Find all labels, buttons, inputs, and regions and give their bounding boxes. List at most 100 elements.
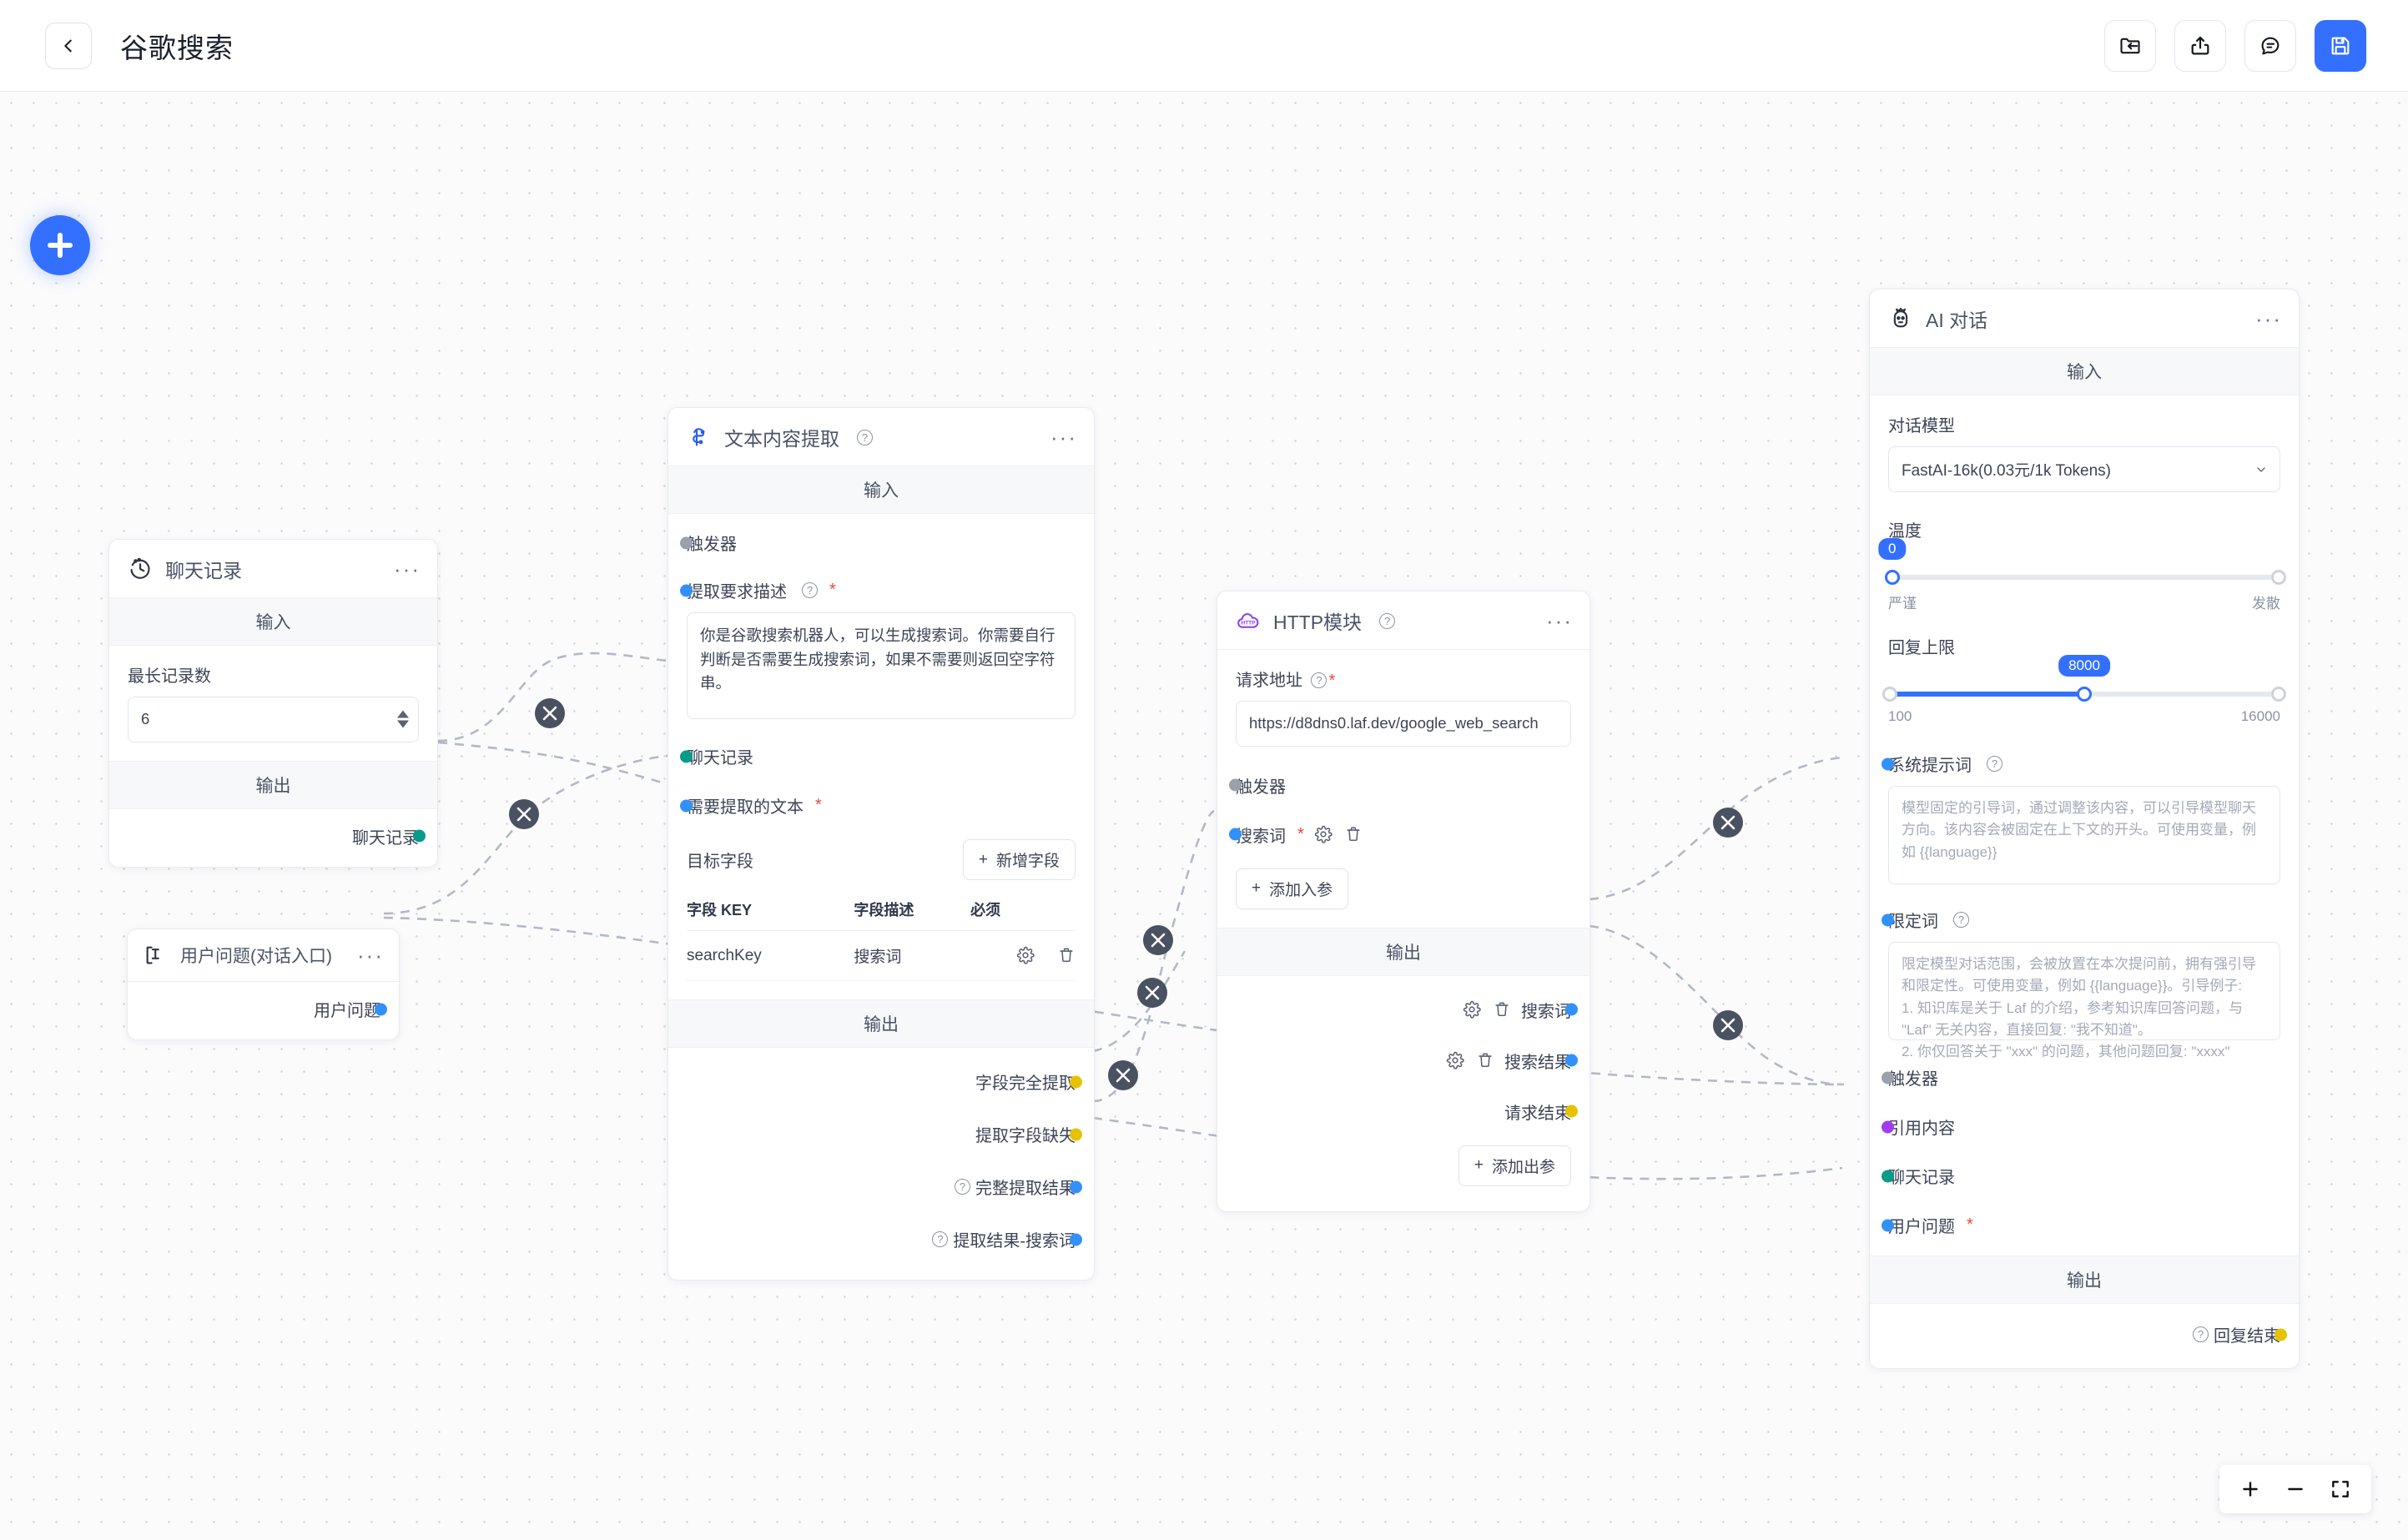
add-param-button[interactable]: + 添加入参 bbox=[1236, 868, 1349, 909]
trash-icon[interactable] bbox=[1057, 946, 1076, 964]
help-icon[interactable]: ? bbox=[1953, 912, 1969, 928]
edge-delete-button[interactable] bbox=[1713, 1010, 1743, 1040]
help-icon[interactable]: ? bbox=[932, 1231, 949, 1247]
node-user-question[interactable]: 用户问题(对话入口) ··· 用户问题 bbox=[127, 929, 400, 1040]
input-row-user-question: 用户问题* bbox=[1882, 1213, 2280, 1237]
export-button[interactable] bbox=[2174, 19, 2226, 72]
col-field-desc: 字段描述 bbox=[854, 892, 971, 931]
slider-knob-start[interactable] bbox=[1882, 687, 1898, 702]
help-icon[interactable]: ? bbox=[955, 1179, 970, 1195]
chat-button[interactable] bbox=[2244, 19, 2296, 72]
flow-canvas[interactable]: 聊天记录 ··· 输入 最长记录数 6 输出 聊天记录 bbox=[0, 92, 2408, 1540]
model-label: 对话模型 bbox=[1888, 417, 1955, 435]
slider-knob[interactable] bbox=[2077, 687, 2092, 702]
output-section-label: 输出 bbox=[668, 999, 1094, 1048]
output-port-answer-end[interactable] bbox=[2275, 1328, 2287, 1341]
output-port-user-question[interactable] bbox=[375, 1003, 387, 1015]
help-icon[interactable]: ? bbox=[1311, 672, 1327, 688]
input-port-quote[interactable] bbox=[1882, 1120, 1894, 1133]
input-port-user-question[interactable] bbox=[1882, 1219, 1894, 1231]
url-input[interactable]: https://d8dns0.laf.dev/google_web_search bbox=[1236, 701, 1571, 747]
add-node-button[interactable] bbox=[30, 215, 90, 275]
max-records-value[interactable]: 6 bbox=[128, 697, 419, 742]
node-body: 请求地址 ?* https://d8dns0.laf.dev/google_we… bbox=[1217, 650, 1589, 928]
input-port-requirement[interactable] bbox=[680, 584, 693, 596]
output-port-searchresult[interactable] bbox=[1565, 1054, 1578, 1067]
gear-icon[interactable] bbox=[1463, 1000, 1481, 1019]
node-menu-button[interactable]: ··· bbox=[394, 556, 421, 581]
input-port-chat-history[interactable] bbox=[680, 750, 693, 762]
slider-knob-end[interactable] bbox=[2270, 570, 2286, 585]
trash-icon[interactable] bbox=[1344, 825, 1363, 843]
node-menu-button[interactable]: ··· bbox=[2255, 306, 2282, 331]
help-icon[interactable]: ? bbox=[1987, 756, 2002, 772]
edge-delete-button[interactable] bbox=[509, 799, 539, 829]
add-output-button[interactable]: + 添加出参 bbox=[1458, 1145, 1571, 1186]
trash-icon[interactable] bbox=[1493, 1000, 1511, 1019]
node-outputs: ? 回复结束 bbox=[1870, 1304, 2299, 1368]
gear-icon[interactable] bbox=[1016, 946, 1035, 965]
stepper-arrows[interactable] bbox=[397, 710, 409, 728]
output-port-full-result[interactable] bbox=[1070, 1180, 1082, 1193]
node-menu-button[interactable]: ··· bbox=[357, 943, 384, 968]
gear-icon[interactable] bbox=[1314, 825, 1332, 843]
back-button[interactable] bbox=[45, 22, 92, 69]
output-port-chat-history[interactable] bbox=[413, 829, 426, 843]
edge-delete-button[interactable] bbox=[1143, 925, 1173, 955]
node-menu-button[interactable]: ··· bbox=[1546, 608, 1573, 633]
input-port-chat-history[interactable] bbox=[1882, 1170, 1894, 1182]
input-port-trigger[interactable] bbox=[1229, 778, 1242, 792]
help-icon[interactable]: ? bbox=[857, 429, 873, 445]
qualifier-label: 限定词 bbox=[1888, 913, 1938, 931]
fit-view-button[interactable] bbox=[2321, 1470, 2360, 1508]
output-row-searchresult: 搜索结果 bbox=[1236, 1049, 1578, 1073]
edge-delete-button[interactable] bbox=[1713, 808, 1743, 838]
help-icon[interactable]: ? bbox=[802, 582, 818, 598]
table-row[interactable]: searchKey 搜索词 bbox=[687, 930, 1076, 981]
zoom-in-button[interactable] bbox=[2231, 1470, 2269, 1508]
help-icon[interactable]: ? bbox=[1379, 612, 1396, 629]
floppy-save-icon bbox=[2331, 37, 2350, 54]
node-outputs: 搜索词 搜索结果 请求结束 + bbox=[1217, 976, 1589, 1211]
node-chat-history[interactable]: 聊天记录 ··· 输入 最长记录数 6 输出 聊天记录 bbox=[108, 539, 438, 868]
input-port-trigger[interactable] bbox=[680, 536, 693, 549]
output-port-fields-complete[interactable] bbox=[1070, 1075, 1082, 1088]
slider-track bbox=[1888, 575, 2280, 580]
max-tokens-range-labels: 100 16000 bbox=[1888, 708, 2280, 725]
requirement-textarea[interactable]: 你是谷歌搜索机器人，可以生成搜索词。你需要自行判断是否需要生成搜索词，如果不需要… bbox=[687, 612, 1076, 719]
add-field-button[interactable]: + 新增字段 bbox=[962, 839, 1076, 880]
output-port-searchkey[interactable] bbox=[1565, 1003, 1578, 1016]
node-http-module[interactable]: HTTP HTTP模块 ? ··· 请求地址 ?* https://d8dns0… bbox=[1217, 591, 1590, 1212]
slider-knob-end[interactable] bbox=[2270, 687, 2286, 702]
edge-delete-button[interactable] bbox=[1108, 1060, 1138, 1090]
node-ai-chat[interactable]: AI 对话 ··· 输入 对话模型 FastAI-16k(0.03元/1k To… bbox=[1869, 289, 2300, 1369]
output-port-request-end[interactable] bbox=[1565, 1105, 1578, 1118]
temperature-slider[interactable]: 0 bbox=[1877, 538, 2286, 588]
temperature-max-label: 发散 bbox=[2252, 596, 2280, 611]
app-header: 谷歌搜索 bbox=[0, 0, 2408, 92]
import-folder-button[interactable] bbox=[2104, 19, 2156, 72]
max-tokens-slider[interactable]: 8000 bbox=[1882, 655, 2286, 705]
system-prompt-textarea[interactable]: 模型固定的引导词，通过调整该内容，可以引导模型聊天方向。该内容会被固定在上下文的… bbox=[1888, 786, 2280, 884]
node-menu-button[interactable]: ··· bbox=[1050, 425, 1077, 450]
edge-delete-button[interactable] bbox=[535, 698, 565, 728]
node-text-extract[interactable]: 文本内容提取 ? ··· 输入 触发器 提取要求描述 ?* 你是谷歌搜索机器人，… bbox=[667, 407, 1095, 1281]
input-port-source-text[interactable] bbox=[680, 799, 693, 812]
share-upload-icon bbox=[2191, 36, 2209, 54]
max-records-stepper[interactable]: 6 bbox=[128, 697, 419, 742]
zoom-out-button[interactable] bbox=[2276, 1470, 2315, 1508]
trash-icon[interactable] bbox=[1476, 1051, 1494, 1069]
gear-icon[interactable] bbox=[1446, 1051, 1464, 1069]
input-port-qualifier[interactable] bbox=[1882, 913, 1894, 926]
input-port-searchkey[interactable] bbox=[1229, 828, 1242, 841]
slider-knob[interactable] bbox=[1884, 570, 1900, 585]
input-port-trigger[interactable] bbox=[1882, 1071, 1894, 1084]
edge-delete-button[interactable] bbox=[1137, 978, 1167, 1008]
input-port-system-prompt[interactable] bbox=[1882, 757, 1894, 770]
model-select[interactable]: FastAI-16k(0.03元/1k Tokens) bbox=[1888, 446, 2280, 492]
output-port-fields-missing[interactable] bbox=[1070, 1128, 1082, 1140]
output-port-result-searchkey[interactable] bbox=[1070, 1233, 1082, 1246]
help-icon[interactable]: ? bbox=[2193, 1326, 2209, 1342]
save-button[interactable] bbox=[2315, 19, 2366, 72]
qualifier-textarea[interactable]: 限定模型对话范围，会被放置在本次提问前，拥有强引导和限定性。可使用变量，例如 {… bbox=[1888, 942, 2280, 1059]
